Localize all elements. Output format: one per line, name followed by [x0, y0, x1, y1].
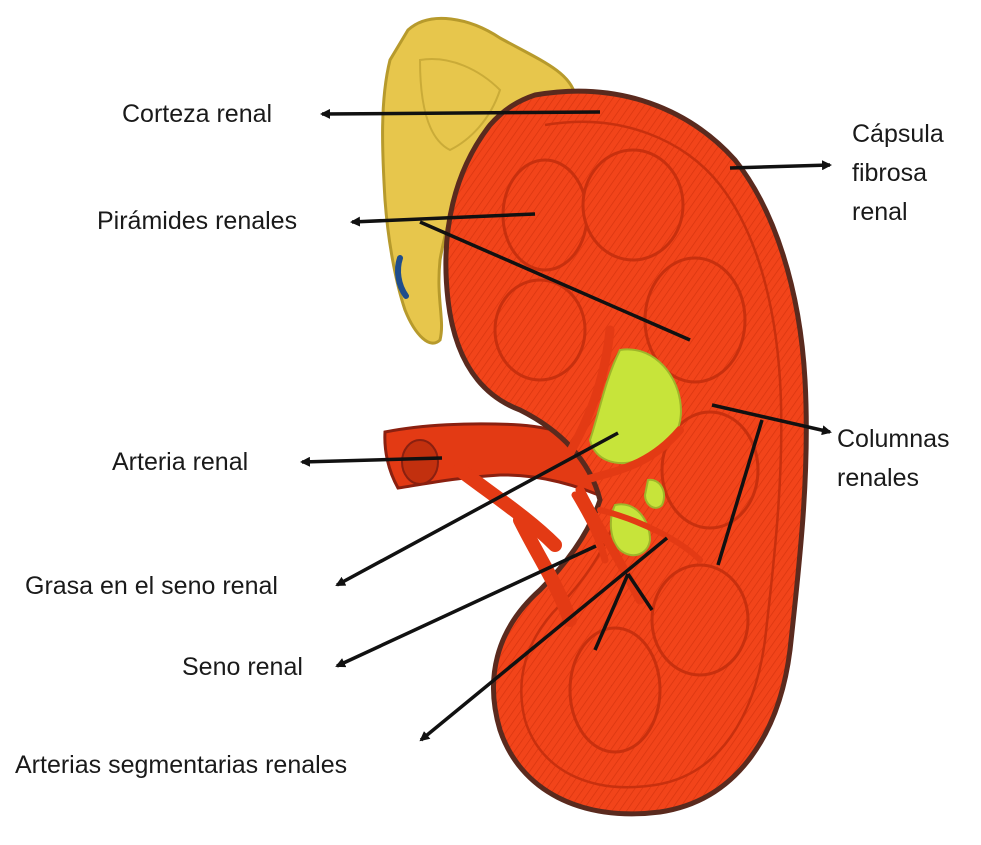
label-arteria: Arteria renal	[112, 448, 248, 476]
label-segmentarias: Arterias segmentarias renales	[15, 751, 347, 779]
label-capsula-line1: Cápsula	[852, 120, 944, 148]
pyramid	[570, 628, 660, 752]
pointer-capsula	[730, 165, 830, 168]
pyramid	[652, 565, 748, 675]
label-corteza: Corteza renal	[122, 100, 272, 128]
label-capsula-line2: fibrosa	[852, 159, 927, 187]
label-seno: Seno renal	[182, 653, 303, 681]
pointer-corteza	[322, 112, 600, 114]
label-grasa: Grasa en el seno renal	[25, 572, 278, 600]
label-capsula-line3: renal	[852, 198, 908, 226]
pyramid	[583, 150, 683, 260]
label-piramides: Pirámides renales	[97, 207, 297, 235]
label-columnas-line2: renales	[837, 464, 919, 492]
label-columnas-line1: Columnas	[837, 425, 950, 453]
pyramid	[495, 280, 585, 380]
